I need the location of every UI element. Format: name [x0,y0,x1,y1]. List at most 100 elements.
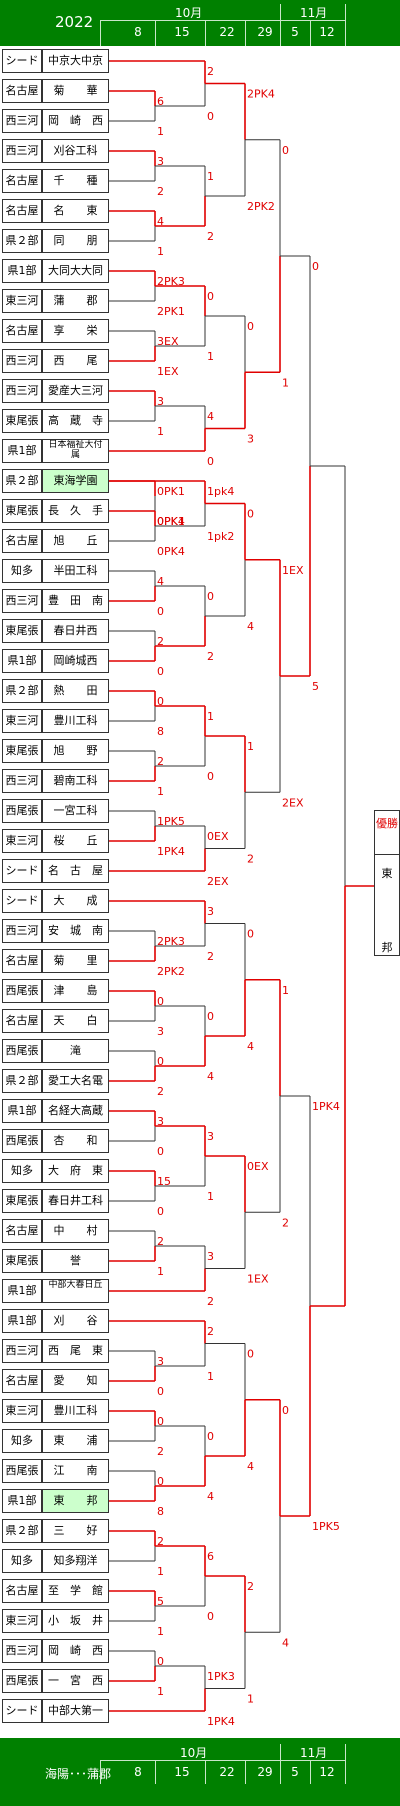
score-label: 1 [157,1265,164,1278]
score-label: 2 [207,65,214,78]
team-pref: 県1部 [2,259,42,283]
score-label: 4 [207,1490,214,1503]
score-label: 0PK4 [157,515,185,528]
team-school: 中 村 [42,1219,109,1243]
score-label: 1 [157,1565,164,1578]
score-label: 0 [157,1055,164,1068]
day-label: 29 [257,25,273,39]
score-label: 2PK3 [157,935,185,948]
score-label: 0 [247,928,254,941]
score-label: 0 [247,1348,254,1361]
score-label: 2 [157,185,164,198]
score-label: 1 [282,376,289,389]
score-label: 8 [157,1505,164,1518]
score-label: 2PK3 [157,275,185,288]
month-oct-label: 10月 [175,6,203,20]
score-label: 1 [207,710,214,723]
team-school: 豊 田 南 [42,589,109,613]
score-label: 0 [207,1610,214,1623]
score-label: 2PK2 [247,200,275,213]
score-label: 0 [207,1430,214,1443]
team-pref: 西三河 [2,769,42,793]
team-school: 東海学園 [42,469,109,493]
team-pref: シード [2,1699,42,1723]
score-label: 4 [207,410,214,423]
score-label: 8 [157,725,164,738]
team-pref: 名古屋 [2,529,42,553]
team-school: 滝 [42,1039,109,1063]
day-label: 12 [319,1765,335,1779]
team-pref: 東尾張 [2,619,42,643]
day-label: 12 [319,25,335,39]
team-school: 享 栄 [42,319,109,343]
team-school: 東 邦 [42,1489,109,1513]
score-label: 0EX [207,830,229,843]
score-label: 3EX [157,335,179,348]
score-label: 0 [282,1404,289,1417]
score-label: 3 [207,1130,214,1143]
team-pref: 県1部 [2,1309,42,1333]
score-label: 2PK4 [247,88,275,101]
score-label: 2EX [282,796,304,809]
score-label: 0 [207,110,214,123]
team-pref: 東尾張 [2,499,42,523]
day-label: 22 [219,1765,235,1779]
score-label: 5 [157,1595,164,1608]
team-school: 江 南 [42,1459,109,1483]
team-pref: 知多 [2,559,42,583]
score-label: 3 [157,1025,164,1038]
score-label: 4 [157,575,164,588]
score-label: 4 [207,1070,214,1083]
champion-name-bottom: 邦 [381,941,393,954]
day-label: 22 [219,25,235,39]
team-pref: 名古屋 [2,1579,42,1603]
team-school: 名経大高蔵 [42,1099,109,1123]
score-label: 2 [157,1085,164,1098]
team-school: 旭 丘 [42,529,109,553]
team-school: 知多翔洋 [42,1549,109,1573]
score-label: 1PK5 [157,815,185,828]
team-school: 菊 里 [42,949,109,973]
team-pref: 名古屋 [2,319,42,343]
score-label: 2 [282,1216,289,1229]
team-pref: 名古屋 [2,79,42,103]
team-school: 豊川工科 [42,709,109,733]
score-label: 3 [207,905,214,918]
team-pref: 東尾張 [2,739,42,763]
team-school: 天 白 [42,1009,109,1033]
team-pref: 西三河 [2,1639,42,1663]
team-pref: 東尾張 [2,409,42,433]
score-label: 1 [207,170,214,183]
score-label: 3 [157,155,164,168]
team-school: 高 蔵 寺 [42,409,109,433]
score-label: 1pk4 [207,485,234,498]
team-pref: 知多 [2,1549,42,1573]
score-label: 0 [207,455,214,468]
team-school: 大 成 [42,889,109,913]
team-school: 一 宮 西 [42,1669,109,1693]
team-pref: 西三河 [2,109,42,133]
score-label: 1 [157,425,164,438]
footer-band: 10月 11月 海陽･･･蒲郡 8 15 22 29 5 12 [0,1738,400,1806]
score-label: 1EX [247,1273,269,1286]
score-label: 0 [207,290,214,303]
champion-label: 優勝 [375,811,399,855]
score-label: 0 [157,1205,164,1218]
score-label: 3 [157,395,164,408]
score-label: 2 [207,650,214,663]
score-label: 1 [207,1370,214,1383]
team-pref: 名古屋 [2,949,42,973]
score-label: 2 [207,1325,214,1338]
team-pref: 県1部 [2,649,42,673]
score-label: 1PK5 [312,1520,340,1533]
team-pref: シード [2,49,42,73]
team-school: 春日井西 [42,619,109,643]
team-school: 菊 華 [42,79,109,103]
team-pref: 西尾張 [2,1459,42,1483]
score-label: 6 [157,95,164,108]
team-pref: 東三河 [2,709,42,733]
team-pref: 西三河 [2,919,42,943]
team-school: 名 東 [42,199,109,223]
score-label: 2PK1 [157,305,185,318]
